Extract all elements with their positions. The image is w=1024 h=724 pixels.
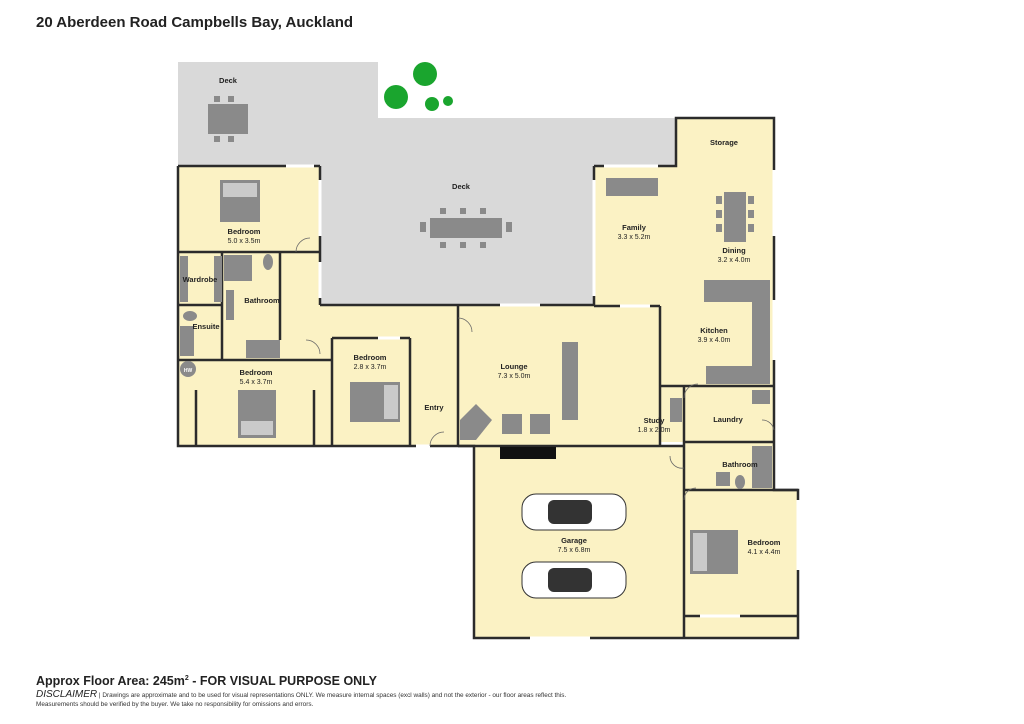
room-study-dims: 1.8 x 2.0m [638,427,671,434]
windows [286,164,800,640]
room-kitchen-label: Kitchen [700,326,728,335]
floor-area: Approx Floor Area: 245m2 - FOR VISUAL PU… [36,674,377,688]
room-kitchen-dims: 3.9 x 4.0m [698,337,731,344]
room-bedroom2-dims: 5.4 x 3.7m [240,379,273,386]
floor-area-text: Approx Floor Area: 245m [36,674,185,688]
room-deck-small-label: Deck [219,76,238,85]
disclaimer: DISCLAIMER | Drawings are approximate an… [36,690,996,709]
room-bedroom2-label: Bedroom [240,368,273,377]
room-lounge-label: Lounge [500,362,527,371]
room-bathroom1-label: Bathroom [244,296,280,305]
room-bathroom2-label: Bathroom [722,460,758,469]
hw-label: HW [184,368,193,374]
doors [295,237,775,501]
car-icon [521,493,627,599]
page-title: 20 Aberdeen Road Campbells Bay, Auckland [36,14,354,31]
room-deck-main-label: Deck [452,182,471,191]
room-bedroom4-dims: 4.1 x 4.4m [748,549,781,556]
disclaimer-label: DISCLAIMER [36,689,98,700]
room-storage-label: Storage [710,138,738,147]
room-bedroom3-label: Bedroom [354,353,387,362]
furniture [180,96,772,574]
plant-icon [384,62,453,111]
disclaimer-line2: Measurements should be verified by the b… [36,701,314,708]
room-study-label: Study [644,416,666,425]
disclaimer-line1: | Drawings are approximate and to be use… [97,692,567,699]
room-laundry-label: Laundry [713,415,743,424]
floor-area-sup: 2 [184,674,189,682]
room-bedroom1-dims: 5.0 x 3.5m [228,238,261,245]
room-bedroom3-dims: 2.8 x 3.7m [354,364,387,371]
room-entry-label: Entry [424,403,444,412]
room-bedroom1-label: Bedroom [228,227,261,236]
room-family-dims: 3.3 x 5.2m [618,234,651,241]
room-wardrobe-label: Wardrobe [183,275,218,284]
room-garage-dims: 7.5 x 6.8m [558,547,591,554]
room-bedroom4-label: Bedroom [748,538,781,547]
floor-area-suffix: - FOR VISUAL PURPOSE ONLY [188,674,378,688]
room-garage-label: Garage [561,536,587,545]
bedding [223,183,707,571]
room-dining-label: Dining [722,246,746,255]
room-dining-dims: 3.2 x 4.0m [718,257,751,264]
deck-main-area [278,62,676,305]
garage-door [500,447,556,459]
room-family-label: Family [622,223,647,232]
room-ensuite-label: Ensuite [192,322,219,331]
room-labels: Deck Deck Storage Bedroom 5.0 x 3.5m Fam… [183,76,781,556]
room-lounge-dims: 7.3 x 5.0m [498,373,531,380]
